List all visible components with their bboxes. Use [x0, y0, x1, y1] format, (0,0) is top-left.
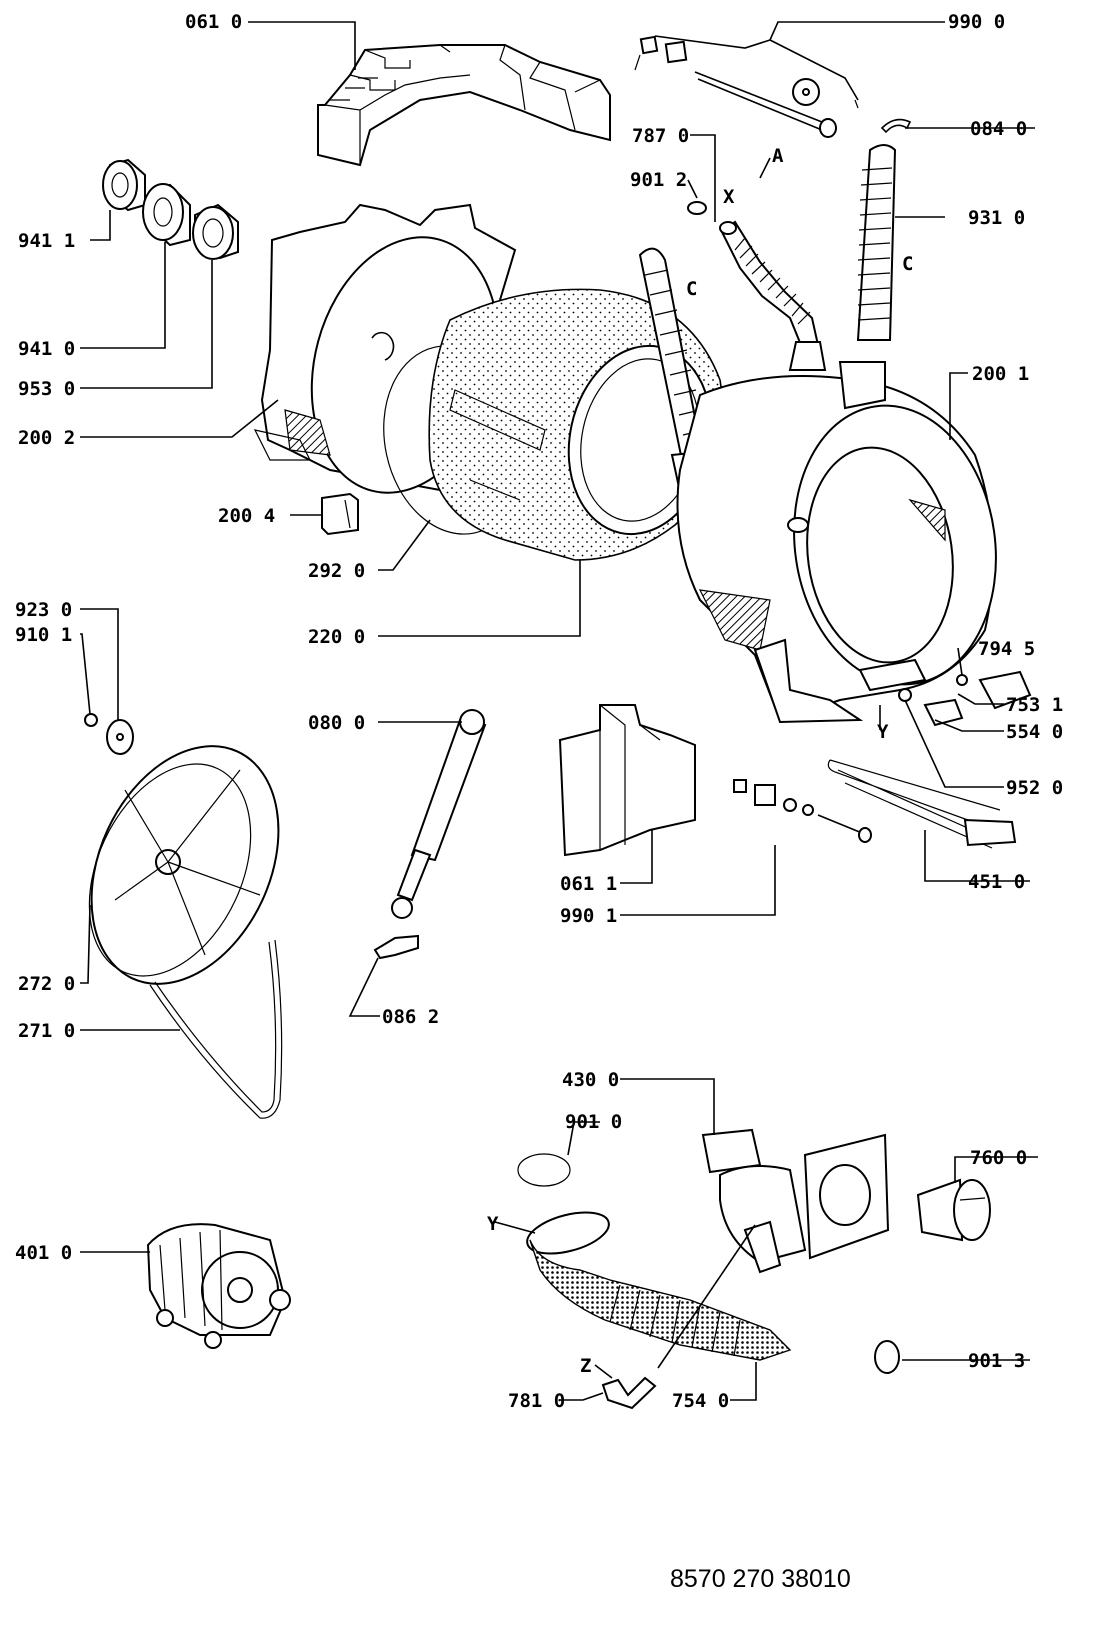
- pulley-fasteners: [84, 713, 134, 755]
- label-220-0: 220 0: [308, 626, 365, 648]
- shock-absorber: [391, 709, 487, 919]
- drive-belt: [149, 939, 283, 1119]
- label-401-0: 401 0: [15, 1242, 72, 1264]
- label-554-0: 554 0: [1006, 721, 1063, 743]
- drive-motor: [146, 1223, 291, 1349]
- label-086-2: 086 2: [382, 1006, 439, 1028]
- label-c-left: C: [686, 278, 697, 300]
- clip-part: [880, 118, 912, 134]
- heating-element: [827, 759, 1017, 849]
- label-z: Z: [580, 1355, 591, 1377]
- label-061-0: 061 0: [185, 11, 242, 33]
- label-794-5: 794 5: [978, 638, 1035, 660]
- tub-clip-part: [321, 492, 359, 536]
- suspension-spring-right: [856, 144, 897, 341]
- label-901-0: 901 0: [565, 1111, 622, 1133]
- label-781-0: 781 0: [508, 1390, 565, 1412]
- label-753-1: 753 1: [1006, 694, 1063, 716]
- label-901-3: 901 3: [968, 1350, 1025, 1372]
- label-271-0: 271 0: [18, 1020, 75, 1042]
- washer-drum: [428, 288, 724, 561]
- label-952-0: 952 0: [1006, 777, 1063, 799]
- label-084-0: 084 0: [970, 118, 1027, 140]
- label-y-tub: Y: [877, 721, 889, 743]
- counterweight-block: [558, 704, 696, 857]
- label-a: A: [772, 145, 784, 167]
- thermostat-part: [956, 670, 1032, 710]
- fastener-kit-top: [634, 35, 859, 138]
- bearings: [102, 158, 239, 260]
- drain-bellows-hose: [526, 1211, 792, 1361]
- hose-clamp-bottom: [874, 1340, 900, 1374]
- label-451-0: 451 0: [968, 871, 1025, 893]
- label-910-1: 910 1: [15, 624, 72, 646]
- label-430-0: 430 0: [562, 1069, 619, 1091]
- shock-pin: [373, 934, 419, 960]
- label-y-hose: Y: [487, 1213, 499, 1235]
- label-990-1: 990 1: [560, 905, 617, 927]
- label-941-0: 941 0: [18, 338, 75, 360]
- pump-filter: [916, 1178, 991, 1242]
- label-200-1: 200 1: [972, 363, 1029, 385]
- document-number: 8570 270 38010: [670, 1565, 851, 1593]
- fastener-kit-lower: [733, 779, 872, 843]
- label-c-right: C: [902, 253, 913, 275]
- drain-pump: [701, 1128, 890, 1274]
- label-931-0: 931 0: [968, 207, 1025, 229]
- front-tub-half: [676, 361, 997, 724]
- label-061-1: 061 1: [560, 873, 617, 895]
- drum-pulley: [88, 745, 280, 985]
- label-923-0: 923 0: [15, 599, 72, 621]
- label-200-4: 200 4: [218, 505, 275, 527]
- label-272-0: 272 0: [18, 973, 75, 995]
- label-200-2: 200 2: [18, 427, 75, 449]
- label-990-0: 990 0: [948, 11, 1005, 33]
- small-elbow-hose: [601, 1376, 657, 1410]
- label-941-1: 941 1: [18, 230, 75, 252]
- label-901-2: 901 2: [630, 169, 687, 191]
- label-754-0: 754 0: [672, 1390, 729, 1412]
- bellows-hose: [719, 220, 827, 371]
- label-080-0: 080 0: [308, 712, 365, 734]
- label-787-0: 787 0: [632, 125, 689, 147]
- label-292-0: 292 0: [308, 560, 365, 582]
- label-953-0: 953 0: [18, 378, 75, 400]
- hose-clamp-small: [687, 201, 707, 215]
- label-x: X: [723, 186, 735, 208]
- label-760-0: 760 0: [970, 1147, 1027, 1169]
- part-labels: 061 0 990 0 084 0 787 0 A 901 2 X 931 0 …: [15, 11, 1063, 1412]
- hose-clamp-large: [517, 1153, 571, 1187]
- leader-lines: [80, 21, 1038, 1401]
- counterweight-top: [317, 44, 611, 167]
